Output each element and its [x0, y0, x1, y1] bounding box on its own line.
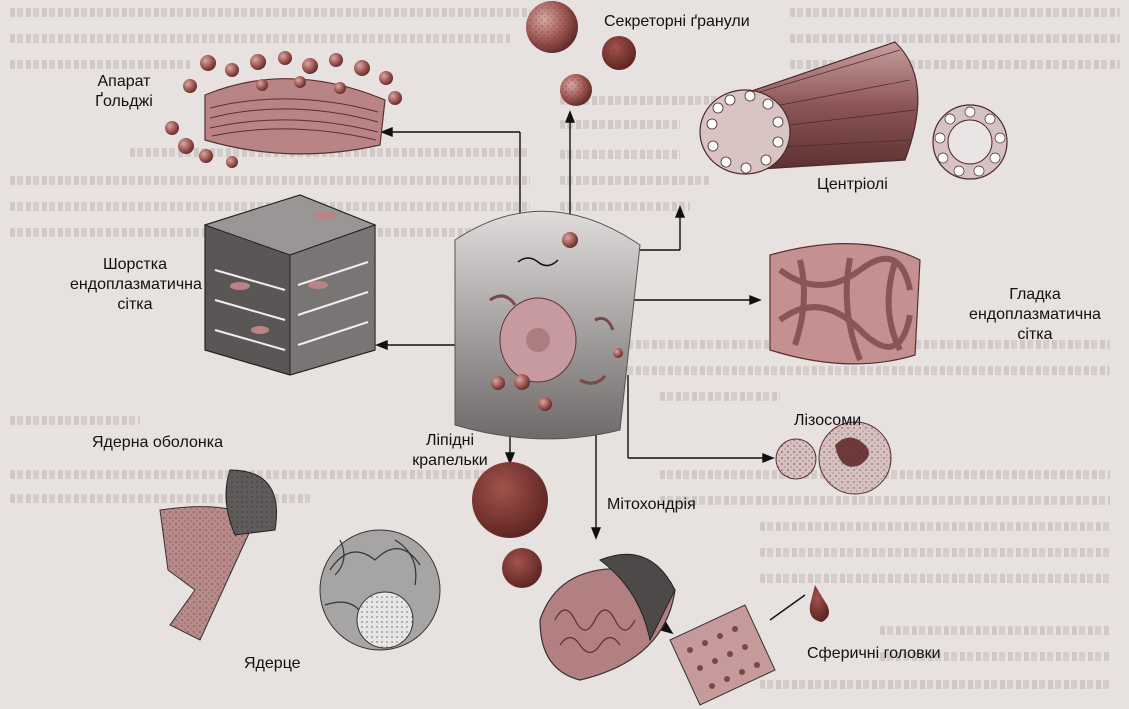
label-lipid-line1: Ліпідні — [426, 432, 474, 449]
label-smooth-er-line2: ендоплазматична — [969, 306, 1101, 323]
label-centrioles: Центріолі — [817, 176, 888, 193]
nuclear-envelope — [159, 469, 277, 641]
label-smooth-er-line1: Гладка — [1009, 286, 1061, 303]
label-spherical-heads: Сферичні головки — [807, 645, 941, 662]
lipid-droplets — [472, 462, 548, 588]
label-rough-er-line1: Шорстка — [102, 256, 168, 273]
label-secretory-granules: Секреторні ґранули — [604, 13, 750, 30]
cell-body — [454, 210, 641, 440]
smooth-er — [769, 243, 921, 365]
label-smooth-er-line3: сітка — [1017, 326, 1053, 343]
golgi-apparatus — [165, 51, 402, 168]
label-rough-er-line2: ендоплазматична — [70, 276, 202, 293]
label-rough-er-line3: сітка — [117, 296, 153, 313]
lysosomes — [775, 421, 892, 495]
label-lysosomes: Лізосоми — [794, 412, 862, 429]
label-mitochondria: Мітохондрія — [607, 496, 696, 513]
label-nucleolus: Ядерце — [244, 655, 301, 672]
label-golgi-line2: Ґольджі — [95, 93, 153, 110]
centrioles — [699, 41, 1008, 180]
label-golgi-line1: Апарат — [97, 73, 151, 90]
connector-arrows — [375, 110, 806, 635]
label-nuclear-envelope: Ядерна оболонка — [92, 434, 223, 451]
label-lipid-line2: крапельки — [412, 452, 488, 469]
rough-er — [203, 194, 377, 376]
mitochondrion — [539, 553, 676, 681]
cristae-spherical-heads — [669, 585, 830, 706]
secretory-granules — [526, 1, 636, 106]
nucleolus — [319, 529, 441, 651]
